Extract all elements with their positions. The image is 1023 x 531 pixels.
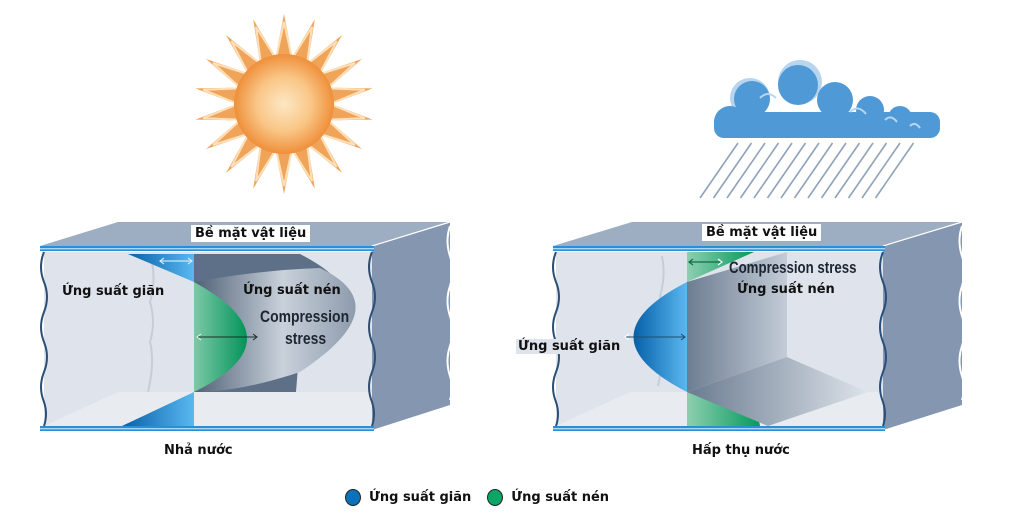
legend-label: Ứng suất giãn (369, 490, 472, 505)
compression-color-swatch (487, 489, 504, 506)
rain-streak (726, 142, 766, 199)
rain-streak (753, 142, 793, 199)
right-compression-en: Compression stress (729, 258, 857, 277)
rain-streak (834, 142, 874, 199)
compression-arrow (196, 333, 258, 341)
cloud-shape (714, 60, 940, 138)
sun-core (234, 54, 334, 154)
tension-arrow (624, 333, 686, 341)
tension-arrow (159, 257, 193, 265)
sun-ray-highlight (202, 21, 366, 187)
legend-item-compression: Ứng suất nén (487, 489, 609, 506)
right-material-block (552, 221, 966, 431)
rain-streak (861, 142, 901, 199)
rain-streak (699, 142, 739, 199)
rain-streak (793, 142, 834, 199)
rain-streak (780, 142, 820, 199)
legend-item-tension: Ứng suất giãn (345, 489, 471, 506)
tension-color-swatch (345, 489, 361, 506)
rain-streak (874, 142, 915, 199)
left-compression-label: Ứng suất nén (243, 283, 341, 298)
right-caption: Hấp thụ nước (692, 443, 790, 458)
legend: Ứng suất giãn Ứng suất nén (345, 489, 617, 506)
sun-icon (195, 14, 373, 194)
compression-arrow (688, 258, 723, 266)
left-caption: Nhả nước (164, 443, 233, 458)
rain-streak (820, 142, 861, 199)
left-tension-label: Ứng suất giãn (62, 284, 165, 299)
left-compression-en-line1: Compression (260, 307, 350, 326)
legend-label: Ứng suất nén (511, 490, 610, 505)
left-material-block (40, 221, 454, 431)
rain-streaks (699, 142, 915, 199)
rain-streak (766, 142, 807, 199)
right-tension-label: Ứng suất giãn (516, 339, 623, 354)
left-surface-label: Bề mặt vật liệu (191, 225, 311, 242)
rain-cloud-icon (699, 60, 940, 199)
left-compression-en-line2: stress (285, 329, 327, 348)
right-compression-label: Ứng suất nén (737, 282, 835, 297)
rain-streak (807, 142, 847, 199)
rain-streak (739, 142, 780, 199)
rain-streak (847, 142, 888, 199)
right-surface-label: Bề mặt vật liệu (702, 224, 822, 241)
rain-streak (712, 142, 753, 199)
